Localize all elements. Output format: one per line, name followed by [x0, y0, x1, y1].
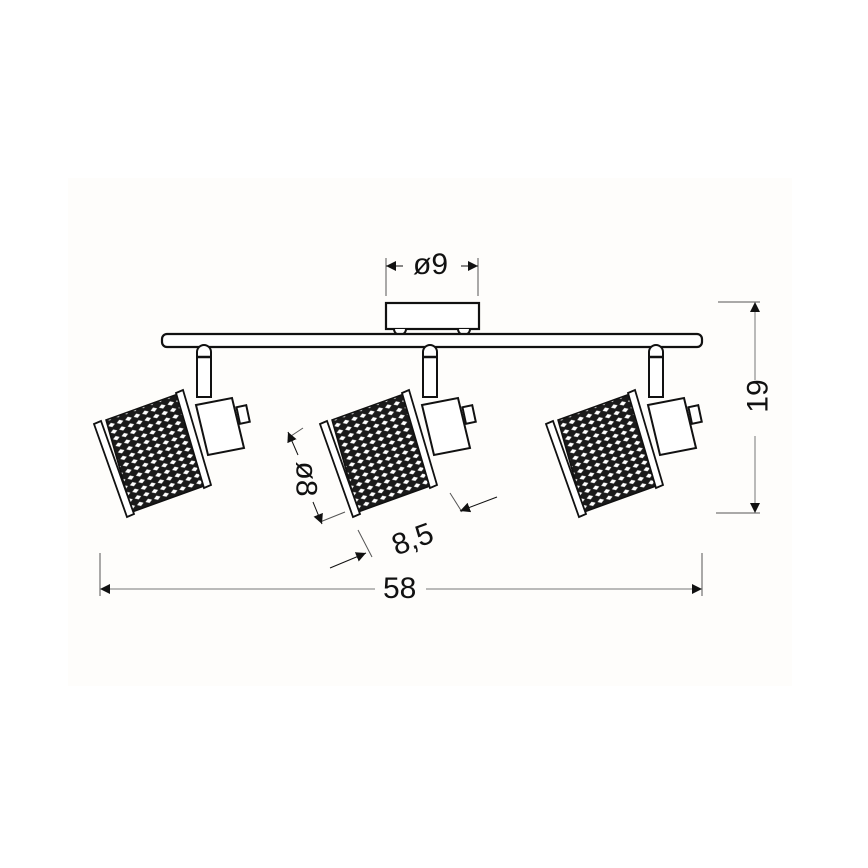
dimension-height — [716, 301, 760, 514]
dimension-label-shade-diameter: ø8 — [289, 461, 323, 497]
dimension-mount-diameter — [385, 258, 479, 296]
dimension-shade-diameter — [287, 427, 346, 525]
spotlight-left — [92, 344, 251, 519]
dimension-shade-length — [329, 492, 498, 569]
dimension-label-total-length: 58 — [383, 572, 417, 605]
dimension-label-mount-diameter: ø9 — [413, 248, 449, 281]
mounting-plate — [384, 301, 481, 336]
spotlight-middle — [318, 344, 477, 519]
dimension-total-length — [99, 553, 703, 596]
spotlight-right — [544, 344, 703, 519]
dimension-label-height: 19 — [741, 379, 775, 413]
